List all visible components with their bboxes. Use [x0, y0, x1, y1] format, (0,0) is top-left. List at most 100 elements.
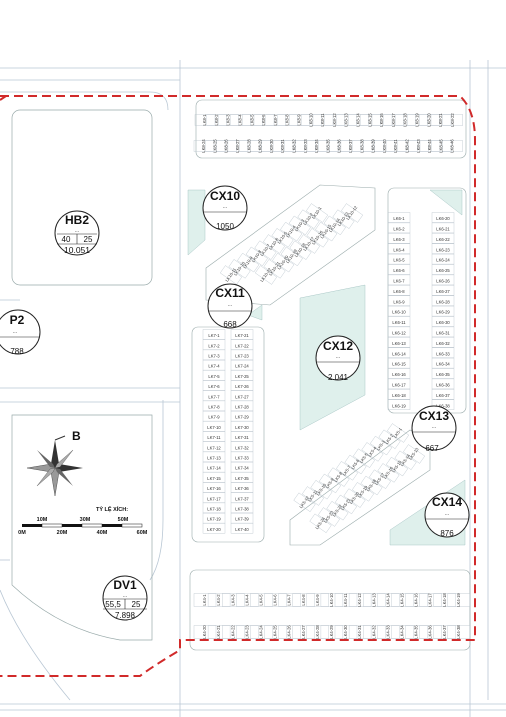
lot-label: LK6-9 — [393, 299, 405, 304]
lot-cell — [387, 357, 411, 369]
cx13-code: CX13 — [419, 409, 449, 423]
lot-cell — [387, 326, 411, 338]
lot-cell — [431, 295, 455, 306]
lot-label: LK8-37 — [348, 139, 353, 153]
lot-label: LK6-1 — [393, 216, 405, 221]
lot-cell — [363, 625, 386, 639]
cx14-dots: ... — [445, 511, 449, 517]
zone-cx13: CX13 ... 667 — [411, 405, 457, 453]
lot-cell — [305, 203, 329, 223]
lot-cell — [292, 625, 315, 639]
lot-label: LK6-26 — [436, 279, 450, 284]
lot-cell — [218, 114, 239, 126]
lot-label: LK8-26 — [224, 139, 229, 153]
lot-cell — [323, 215, 346, 236]
lot-cell — [202, 482, 226, 493]
lot-label: LK7-21 — [235, 333, 249, 338]
lot-cell — [385, 456, 409, 477]
green-area-small — [247, 304, 263, 321]
lot-label: LK4-20 — [202, 625, 207, 639]
lot-label: LK7-5 — [208, 374, 220, 379]
lot-cell — [297, 209, 320, 229]
lot-label: LK7-31 — [235, 435, 249, 440]
lot-cell — [202, 431, 226, 442]
lot-label: LK7-11 — [207, 435, 221, 440]
lot-cell — [280, 221, 303, 242]
lot-label: LK8-30 — [269, 139, 274, 153]
lot-label: LK8-44 — [427, 139, 432, 153]
lot-cell — [332, 209, 355, 229]
lot-cell — [408, 140, 429, 152]
green-area-cx10 — [187, 189, 206, 256]
hb2-floors: 40 — [62, 235, 71, 244]
lot-cell — [405, 593, 428, 607]
lot-label: LK4-23 — [244, 625, 249, 639]
lot-cell — [371, 114, 393, 126]
lot-cell — [317, 507, 341, 527]
lot-label: LK5-5 — [358, 451, 369, 464]
lot-label: LK7-15 — [207, 476, 221, 481]
p2-dots: ... — [13, 329, 17, 335]
lot-cell — [207, 593, 231, 607]
lot-label: LK7-36 — [235, 486, 249, 491]
lot-label: LK7-25 — [235, 374, 249, 379]
lot-cell — [250, 625, 273, 639]
lot-cell — [377, 463, 400, 483]
lot-cell — [431, 357, 455, 369]
lot-cell — [419, 625, 442, 639]
lot-cell — [264, 593, 287, 607]
road-lines — [0, 60, 506, 717]
lot-label: LK8-40 — [382, 139, 387, 153]
lot-label: LK5-13 — [408, 446, 420, 460]
lot-label: LK7-13 — [207, 456, 221, 461]
lot-label: LK4-15 — [400, 593, 405, 607]
lot-label: LK6-5 — [393, 258, 405, 263]
lot-cell — [202, 400, 226, 412]
lot-label: LK8-15 — [367, 113, 372, 127]
lot-label: LK7-14 — [207, 466, 221, 471]
lot-label: LK4-6 — [273, 594, 278, 606]
lot-cell — [280, 246, 303, 267]
lot-label: LK8-17 — [391, 113, 396, 127]
lot-cell — [431, 274, 455, 286]
lot-label: LK4-35 — [414, 625, 419, 639]
lot-label: LK6-37 — [436, 393, 450, 398]
scale-label-10m: 10M — [37, 517, 48, 523]
lot-cell — [230, 349, 254, 361]
lot-label: LK6-20 — [436, 216, 450, 221]
lot-cell — [431, 347, 455, 358]
lot-cell — [431, 368, 455, 379]
lot-label: LK7-16 — [207, 486, 221, 491]
lot-cell — [297, 234, 321, 254]
lot-cell — [272, 252, 295, 273]
lot-label: LK6-18 — [392, 393, 406, 398]
lot-cell — [262, 234, 286, 254]
lot-cell — [264, 625, 287, 639]
lot-label: LK7-37 — [235, 496, 249, 501]
lot-label: LK8-9 — [297, 114, 302, 126]
lot-label: LK7-34 — [235, 466, 249, 471]
lot-label: LK5-7 — [341, 464, 352, 477]
lot-label: LK8-5 — [249, 114, 254, 126]
lot-label: LK8-29 — [258, 139, 263, 153]
lot-cell — [230, 114, 251, 126]
lot-cell — [431, 389, 455, 400]
lot-cell — [309, 513, 332, 534]
cx10-dots: ... — [223, 204, 227, 210]
lot-cell — [363, 593, 386, 607]
scale-title: TỶ LỆ XÍCH: — [96, 505, 128, 513]
lot-label: LK8-14 — [356, 113, 361, 127]
lot-cell — [442, 140, 463, 152]
lot-cell — [431, 305, 455, 317]
dv1-block-outline — [11, 414, 153, 641]
lot-label: LK6-33 — [436, 351, 450, 356]
lot-label: LK8-27 — [235, 139, 240, 153]
p2-circle — [0, 309, 41, 355]
lot-label: LK6-28 — [436, 299, 450, 304]
lot-cell — [230, 451, 254, 463]
lot-cell — [216, 140, 237, 152]
lot-cell — [221, 593, 245, 607]
dv1-dots: ... — [123, 593, 127, 599]
lot-cell — [228, 259, 251, 279]
lot-label: LK7-29 — [235, 415, 249, 420]
